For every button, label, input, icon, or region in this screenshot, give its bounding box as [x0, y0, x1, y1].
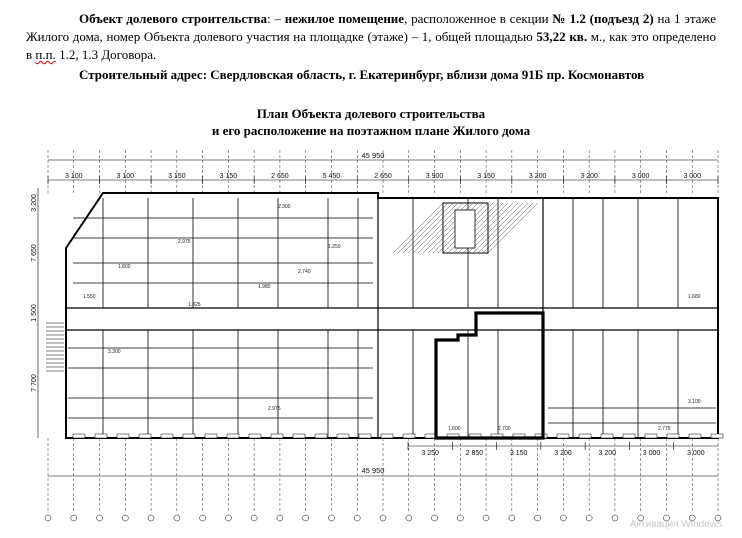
left-dim-label: 7 650: [31, 244, 38, 262]
room-dim-label: 1.980: [258, 284, 271, 290]
bottom-dim-label: 3 000: [687, 450, 705, 457]
building-outline: [65, 192, 719, 439]
room-dim-label: 2.700: [498, 426, 511, 432]
room-dim-label: 2.300: [278, 204, 291, 210]
bottom-dim-label: 3 200: [554, 450, 572, 457]
windows-watermark: Активация Windows: [629, 519, 722, 530]
room-labels: 1.800 2.975 2.740 1.980 1.825 3.300 2.300 1.250…: [83, 204, 701, 432]
room-dim-label: 1.550: [83, 294, 96, 300]
construction-address: Строительный адрес: Свердловская область…: [79, 67, 645, 82]
axis-gridlines: [44, 150, 722, 522]
bottom-dim-label: 3 150: [510, 450, 528, 457]
bottom-dim-label: 2 850: [466, 450, 484, 457]
bottom-dimensions: 3 250 2 850 3 150 3 200 3 200 3 000 3 000: [407, 442, 705, 457]
object-heading: Объект долевого строительства: [79, 11, 268, 26]
room-dim-label: 3.300: [108, 349, 121, 355]
room-dim-label: 1.600: [448, 426, 461, 432]
bottom-dim-label: 3 250: [421, 450, 439, 457]
left-dimensions: 3 200 7 650 1 500 7 700: [31, 194, 38, 392]
bottom-dim-label: 3 200: [599, 450, 617, 457]
room-dim-label: 2.740: [298, 269, 311, 275]
left-dim-label: 1 500: [31, 304, 38, 322]
stairwell: [392, 202, 539, 254]
object-description-paragraph: Объект долевого строительства: – нежилое…: [26, 11, 717, 62]
room-dim-label: 1.800: [118, 264, 131, 270]
bottom-total-dim: 45 950: [362, 466, 385, 475]
left-dim-label: 3 200: [31, 194, 38, 212]
highlighted-premises: [434, 311, 545, 440]
room-dim-label: 3.100: [688, 399, 701, 405]
room-dim-label: 1.680: [688, 294, 701, 300]
top-total-dim: 45 950: [362, 151, 385, 160]
room-dim-label: 2.975: [178, 239, 191, 245]
room-dim-label: 1.825: [188, 302, 201, 308]
left-dim-label: 7 700: [31, 374, 38, 392]
contract-excerpt: Объект долевого строительства: – нежилое…: [26, 10, 716, 84]
interior-walls: [46, 198, 724, 439]
room-dim-label: 1.250: [328, 244, 341, 250]
room-dim-label: 2.775: [658, 426, 671, 432]
bottom-dim-label: 3 000: [643, 450, 661, 457]
plan-title: План Объекта долевого строительства и ег…: [211, 106, 531, 138]
room-dim-label: 2.975: [268, 406, 281, 412]
